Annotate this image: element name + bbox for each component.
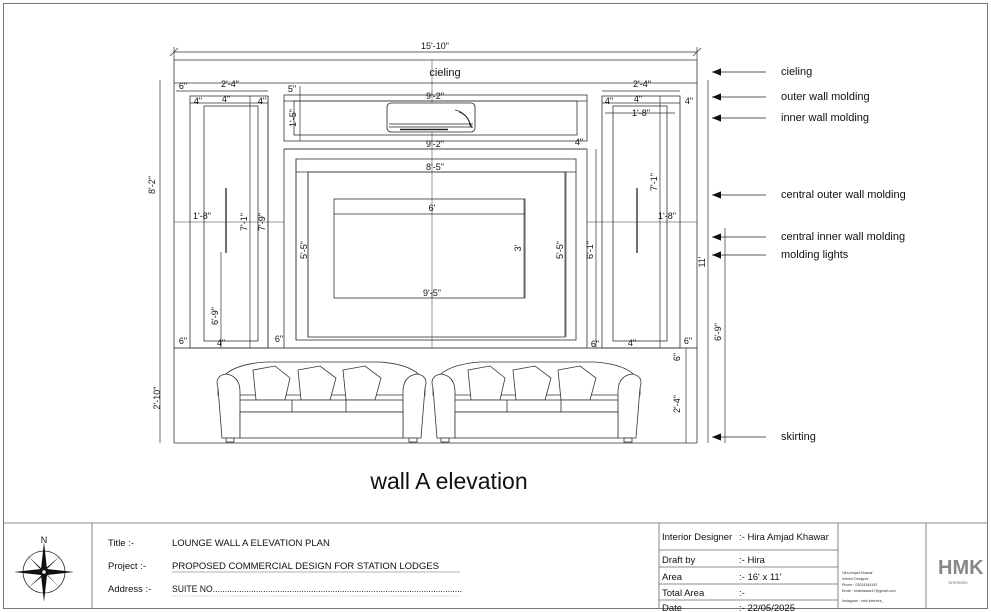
dim-left-4b: 4" [222,94,230,104]
dim-ac-zone-height: 1'-5" [288,109,298,127]
dim-right-2-4: 2'-4" [672,395,682,413]
dim-left-wall-height: 8'-2" [147,176,157,194]
designer-label: Interior Designer [662,532,732,543]
dim-left-inner-width: 1'-8" [193,211,211,221]
address-label: Address :- [108,584,151,595]
title-block [4,522,987,608]
title-value: LOUNGE WALL A ELEVATION PLAN [172,538,330,549]
dim-left-bottom-6b: 6" [275,334,283,344]
dim-right-bottom-4: 4" [628,338,636,348]
dim-right-7-1: 7'-1" [649,173,659,191]
area-value: :- 16' x 11' [739,572,782,583]
draft-label: Draft by [662,555,696,566]
legend-molding-lights: molding lights [781,249,849,261]
dim-right-4c: 4" [685,96,693,106]
project-value: PROPOSED COMMERCIAL DESIGN FOR STATION L… [172,561,439,572]
dim-left-bottom-6: 6" [179,336,187,346]
legend-central-outer-wall-molding: central outer wall molding [781,189,906,201]
title-label: Title :- [108,538,134,549]
compass-n: N [41,535,48,545]
dim-left-4c: 4" [258,96,266,106]
dim-central-outer-height: 6'-1" [585,241,595,259]
dim-tv-height: 3' [513,244,523,251]
dim-left-4a: 4" [194,96,202,106]
dim-top-5: 5" [288,84,296,94]
dim-right-bottom-6a: 6" [591,339,599,349]
contact-phone: Phone : 03034345163 [842,583,877,587]
dimension-labels: 15'-10" cieling 6" 2'-4" 4" 4" 4" 5" 9'-… [147,41,723,413]
dim-right-bottom-6b: 6" [684,336,692,346]
address-value: SUITE NO................................… [172,584,462,595]
dim-left-top-6: 6" [179,81,187,91]
project-label: Project :- [108,561,146,572]
contact-instagram: Instagram : hmk.interiors_ [842,599,885,603]
legend-central-inner-wall-molding: central inner wall molding [781,231,905,243]
total-area-value: :- [739,588,745,599]
sheet-border [3,3,988,609]
legend-inner-wall-molding: inner wall molding [781,112,869,124]
dim-central-inner-height-right: 5'-5" [555,241,565,259]
contact-role: Interior Designer [842,577,869,581]
area-label: Area [662,572,683,583]
dim-ac-zone-width: 9'-2" [426,91,444,101]
dim-left-7-1: 7'-1" [239,213,249,231]
legend: cieling outer wall molding inner wall mo… [781,66,906,443]
dim-central-inner-height: 5'-5" [299,241,309,259]
dim-central-outer-width: 9'-2" [426,139,444,149]
dim-central-bottom: 9'-5" [423,288,441,298]
dim-right-top-4: 4" [575,137,583,147]
sofa-left-icon [216,361,427,443]
dim-right-inner-width: 1'-8" [658,211,676,221]
dim-left-panel-width: 2'-4" [221,79,239,89]
air-conditioner-icon [386,102,476,133]
dimension-lines [159,47,726,443]
dim-right-4b: 4" [634,94,642,104]
dim-right-panel-width: 2'-4" [633,79,651,89]
contact-email: Email : hirakhawar47@gmail.com [842,589,896,593]
legend-cieling: cieling [781,66,812,78]
total-area-label: Total Area [662,588,705,599]
dim-tv-width: 6' [429,203,436,213]
ceiling-band-label: cieling [429,67,460,79]
hmk-logo-icon: HMK INTERIORS [938,557,984,585]
dim-left-bottom-4: 4" [217,338,225,348]
drawing-title: wall A elevation [369,468,527,494]
dim-right-6-9: 6'-9" [713,323,723,341]
dim-right-6: 6" [672,353,682,361]
dim-skirting-height: 2'-10" [152,387,162,410]
dim-left-6-9: 6'-9" [210,307,220,325]
draft-value: :- Hira [739,555,766,566]
contact-name: Hira Amjad Khawar [842,571,874,575]
date-label: Date [662,603,682,612]
legend-leaders [712,68,766,441]
title-block-text: Title :- LOUNGE WALL A ELEVATION PLAN Pr… [108,532,896,612]
legend-skirting: skirting [781,431,816,443]
dim-overall-height: 11' [697,256,707,267]
dim-right-4a: 4" [605,96,613,106]
date-value: :- 22/05/2025 [739,603,795,612]
north-compass-icon: N [14,535,74,602]
logo-subtext: INTERIORS [948,581,968,585]
legend-outer-wall-molding: outer wall molding [781,91,870,103]
sofa-right-icon [431,361,642,443]
dim-right-inner-top: 1'-8" [632,108,650,118]
designer-value: :- Hira Amjad Khawar [739,532,829,543]
dim-overall-width: 15'-10" [421,41,449,51]
logo-text: HMK [938,557,984,579]
dim-central-inner-width: 8'-5" [426,162,444,172]
dim-left-7-9: 7'-9" [257,213,267,231]
